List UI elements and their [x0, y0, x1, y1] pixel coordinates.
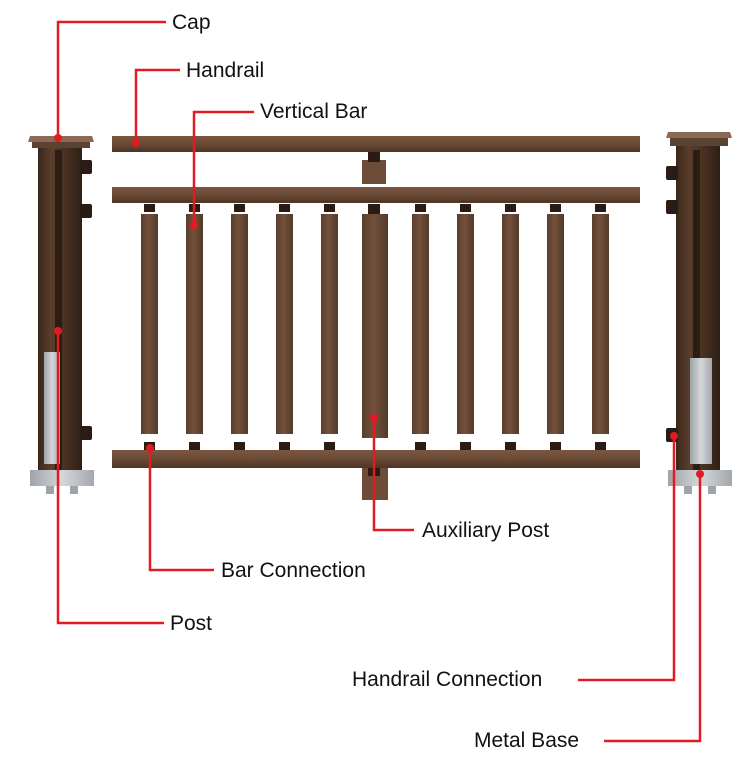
right-cap	[666, 132, 732, 138]
metal-base-label: Metal Base	[474, 729, 580, 752]
vertical-bar	[502, 214, 519, 434]
right-post-groove	[693, 150, 700, 470]
vertical-bars	[141, 204, 609, 450]
top-handrail	[112, 136, 640, 152]
vertical-bar-leader-line	[192, 110, 254, 225]
auxiliary-post-connector-slot	[368, 204, 380, 214]
left-post	[28, 136, 94, 494]
right-cap-base	[670, 138, 728, 146]
vertical-bar	[231, 214, 248, 434]
left-base-bolt	[46, 486, 54, 494]
right-metal-insert	[690, 358, 712, 464]
vertical-bar	[141, 214, 158, 434]
bar-connector	[324, 442, 335, 450]
leader-lines	[54, 20, 704, 743]
auxiliary-post-body	[362, 214, 388, 438]
vertical-bar	[321, 214, 338, 434]
bar-connection-label: Bar Connection	[221, 559, 366, 582]
left-post-groove	[55, 150, 62, 470]
vertical-bar	[186, 214, 203, 434]
bar-connector	[460, 442, 471, 450]
metal-base-leader-line	[604, 474, 702, 743]
bar-connector	[415, 442, 426, 450]
cap-label: Cap	[172, 11, 211, 34]
left-handrail-connector	[80, 426, 92, 440]
bottom-handrail	[112, 450, 640, 468]
bar-connector	[505, 204, 516, 212]
vertical-bar	[412, 214, 429, 434]
post-label: Post	[170, 612, 213, 635]
right-base-bolt	[684, 486, 692, 494]
right-handrail-connector	[666, 166, 678, 180]
auxiliary-post-connector-slot	[368, 152, 380, 162]
right-base-bolt	[708, 486, 716, 494]
cap-leader-dot	[54, 134, 62, 142]
auxiliary-post-label: Auxiliary Post	[422, 519, 550, 542]
handrail-label: Handrail	[186, 59, 265, 82]
bar-connector	[415, 204, 426, 212]
bar-connector	[279, 442, 290, 450]
bar-connector	[324, 204, 335, 212]
left-handrail-connector	[80, 204, 92, 218]
handrail-connection-leader-line	[578, 436, 676, 682]
bar-connector	[144, 204, 155, 212]
bar-connector	[550, 442, 561, 450]
bar-connector	[234, 204, 245, 212]
bar-connector	[550, 204, 561, 212]
vertical-bar	[276, 214, 293, 434]
handrail-connection-label: Handrail Connection	[352, 668, 543, 691]
vertical-bar-label: Vertical Bar	[260, 100, 368, 123]
left-handrail-connector	[80, 160, 92, 174]
post-leader-dot	[54, 327, 62, 335]
vertical-bar	[547, 214, 564, 434]
bar-connection-leader-line	[148, 448, 214, 572]
bar-connector	[234, 442, 245, 450]
left-base-bolt	[70, 486, 78, 494]
handrail-leader-dot	[132, 139, 140, 147]
bar-connector	[505, 442, 516, 450]
post-leader-line	[56, 331, 164, 625]
bar-connector	[189, 442, 200, 450]
bar-connector	[595, 442, 606, 450]
handrail-connection-leader-dot	[670, 432, 678, 440]
right-handrail-connector	[666, 200, 678, 214]
bar-connector	[595, 204, 606, 212]
left-metal-insert	[44, 352, 60, 464]
bar-connector	[279, 204, 290, 212]
middle-handrail	[112, 187, 640, 203]
right-post	[666, 132, 732, 494]
cap-leader-line	[56, 20, 166, 138]
vertical-bar	[592, 214, 609, 434]
vertical-bar	[457, 214, 474, 434]
auxiliary-post-connector	[362, 160, 386, 184]
handrail-leader-line	[134, 68, 180, 143]
auxiliary-post-leader-line	[372, 418, 414, 532]
left-metal-base	[30, 470, 94, 486]
vertical-bar-leader-dot	[190, 221, 198, 229]
left-cap-base	[32, 142, 90, 148]
bar-connector	[460, 204, 471, 212]
metal-base-leader-dot	[696, 470, 704, 478]
auxiliary-post-leader-dot	[370, 414, 378, 422]
bar-connection-leader-dot	[146, 444, 154, 452]
